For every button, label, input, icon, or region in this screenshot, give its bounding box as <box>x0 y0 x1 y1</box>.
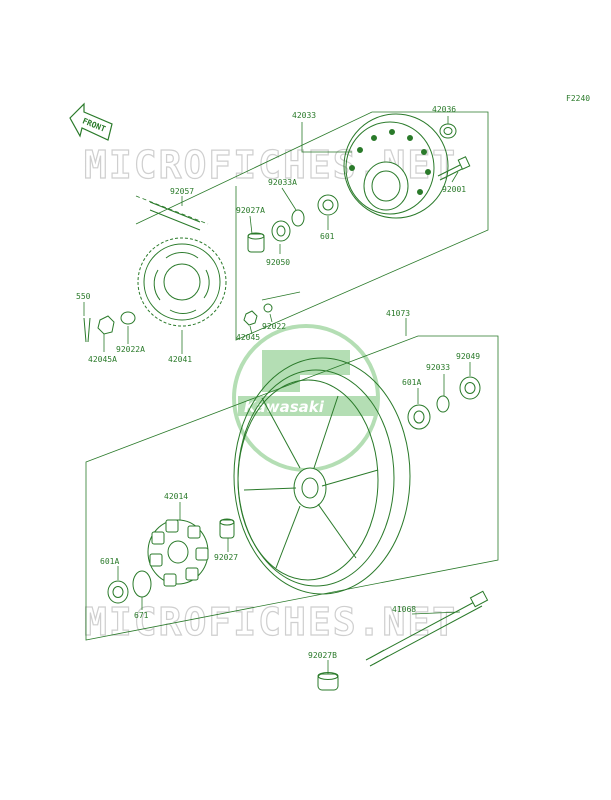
part-label-92033A: 92033A <box>268 178 297 187</box>
circlip-92033A <box>291 209 305 227</box>
seal-92049 <box>459 376 481 400</box>
part-label-41068: 41068 <box>392 605 416 614</box>
washer-92022 <box>261 291 301 313</box>
part-label-92022: 92022 <box>262 322 286 331</box>
part-label-42033: 42033 <box>292 111 316 120</box>
part-label-42045: 42045 <box>236 333 260 342</box>
collar-92027A <box>247 232 265 253</box>
part-label-42036: 42036 <box>432 105 456 114</box>
part-label-601: 601 <box>320 232 335 241</box>
part-label-92027A: 92027A <box>236 206 265 215</box>
cotter-pin-550 <box>83 317 91 343</box>
nut-42045A <box>97 315 115 335</box>
bushing-42036 <box>439 123 457 139</box>
front-arrow-icon: FRONT <box>69 102 113 141</box>
part-label-671: 671 <box>134 611 149 620</box>
sprocket-42041 <box>137 237 227 327</box>
kawasaki-logo: Kawasaki <box>232 324 380 472</box>
part-label-601A-right: 601A <box>402 378 421 387</box>
bearing-601A-right <box>407 404 431 430</box>
part-label-42041: 42041 <box>168 355 192 364</box>
bearing-601 <box>317 194 339 216</box>
part-label-92001: 92001 <box>442 185 466 194</box>
nut-42045 <box>243 310 258 326</box>
collar-92027B <box>317 672 339 691</box>
collar-92027 <box>219 518 235 539</box>
part-label-92057: 92057 <box>170 187 194 196</box>
damper-42014 <box>147 519 209 587</box>
part-label-41073: 41073 <box>386 309 410 318</box>
seal-92050 <box>271 220 291 242</box>
part-label-92033: 92033 <box>426 363 450 372</box>
o-ring-671 <box>132 570 152 598</box>
chain-92057 <box>135 195 209 231</box>
part-label-92049: 92049 <box>456 352 480 361</box>
part-label-42014: 42014 <box>164 492 188 501</box>
washer-92022A <box>120 311 136 325</box>
part-label-42045A: 42045A <box>88 355 117 364</box>
part-label-92027: 92027 <box>214 553 238 562</box>
part-label-92027B: 92027B <box>308 651 337 660</box>
part-label-601A-left: 601A <box>100 557 119 566</box>
hub-42033 <box>343 113 449 219</box>
axle-41068 <box>365 590 489 667</box>
circlip-92033 <box>436 395 450 413</box>
watermark-bottom: MICROFICHES.NET <box>84 600 457 644</box>
part-label-550: 550 <box>76 292 91 301</box>
bolt-92001 <box>437 156 471 181</box>
wheel-41073 <box>233 357 411 595</box>
bearing-601A-left <box>107 580 129 604</box>
part-label-92050: 92050 <box>266 258 290 267</box>
part-label-92022A: 92022A <box>116 345 145 354</box>
figure-code: F2240 <box>566 94 590 103</box>
